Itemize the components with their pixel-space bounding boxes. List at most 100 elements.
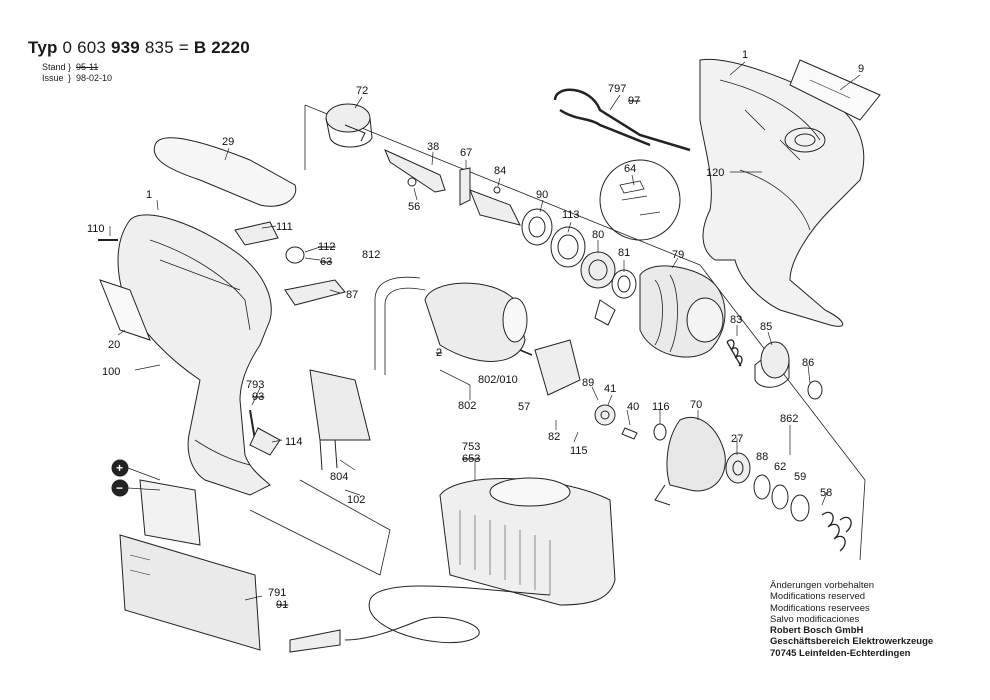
wrist-strap [553, 88, 691, 152]
part-81-ring [611, 269, 637, 299]
callout-93: 93 [252, 391, 264, 403]
callout-9: 9 [858, 63, 864, 75]
part-116-ring [653, 423, 667, 441]
part-80-bearing [580, 251, 616, 289]
callout-100: 100 [102, 366, 120, 378]
minus-sign: − [116, 481, 123, 495]
callout-83: 83 [730, 314, 742, 326]
part-57-plate [534, 339, 581, 396]
part-86-ring [807, 380, 823, 400]
part-753-charger [439, 477, 616, 606]
part-58-spring [821, 511, 852, 552]
callout-797: 797 [608, 83, 626, 95]
part-40-screw [621, 427, 638, 440]
revision-info: Stand } 95-11 Issue } 98-02-10 [42, 62, 113, 83]
callout-802-010: 802/010 [478, 374, 518, 386]
part-90-washer [521, 208, 553, 246]
part-56-ball [407, 177, 417, 187]
callout-40: 40 [627, 401, 639, 413]
typ-model: B 2220 [193, 38, 250, 57]
callout-62: 62 [774, 461, 786, 473]
frame-line-top [304, 104, 701, 266]
part-20-label [99, 279, 151, 341]
plus-sign: + [116, 461, 123, 475]
typ-prefix: Typ [28, 38, 58, 57]
label-plate [789, 59, 881, 121]
note-line-6: Geschäftsbereich Elektrowerkzeuge [770, 636, 934, 648]
callout-84: 84 [494, 165, 506, 177]
part-83-spring [726, 339, 743, 367]
callout-88: 88 [756, 451, 768, 463]
note-line-7: 70745 Leinfelden-Echterdingen [770, 647, 911, 659]
note-line-1: Änderungen vorbehalten [770, 580, 875, 591]
typ-number-a: 0 603 [62, 38, 107, 57]
part-84-pin [493, 186, 501, 194]
callout-791: 791 [268, 587, 286, 599]
plug [289, 629, 341, 653]
part-62-ring [771, 484, 789, 510]
footer-notes: Änderungen vorbehalten Modifications res… [770, 580, 933, 659]
stand-value: 95-11 [76, 62, 99, 72]
callout-2: 2 [436, 347, 442, 359]
callout-80: 80 [592, 229, 604, 241]
typ-equals: = [178, 38, 189, 57]
callout-27: 27 [731, 433, 743, 445]
issue-value: 98-02-10 [76, 73, 113, 83]
callout-72: 72 [356, 85, 368, 97]
part-111-latch [234, 221, 279, 246]
part-114-clip [249, 427, 281, 456]
charger-cable [344, 585, 551, 644]
callout-112: 112 [318, 241, 336, 253]
typ-number-b: 939 [110, 38, 140, 57]
callout-812: 812 [362, 249, 380, 261]
part-87-slider [284, 279, 346, 306]
callout-753: 753 [462, 441, 480, 453]
part-802-motor [424, 282, 533, 362]
callout-802: 802 [458, 400, 476, 412]
typ-number-c: 835 [144, 38, 174, 57]
callout-804: 804 [330, 471, 348, 483]
callout-89: 89 [582, 377, 594, 389]
callout-70: 70 [690, 399, 702, 411]
callout-115: 115 [570, 445, 588, 457]
part-791-battery [119, 479, 261, 651]
callout-81: 81 [618, 247, 630, 259]
note-line-4: Salvo modificaciones [770, 613, 860, 625]
callout-862: 862 [780, 413, 798, 425]
issue-label: Issue [42, 73, 64, 83]
callout-114: 114 [285, 436, 303, 448]
callout-110: 110 [87, 223, 105, 235]
part-27-bearing [725, 452, 751, 484]
callout-111: 111 [276, 221, 293, 233]
callout-38: 38 [427, 141, 439, 153]
part-112-button [285, 246, 305, 264]
note-line-2: Modifications reserved [770, 591, 866, 603]
part-79-gearbox [639, 265, 726, 358]
frame-line-right [699, 264, 866, 561]
callout-102: 102 [347, 494, 365, 506]
callout-64: 64 [624, 163, 636, 175]
callout-1-right: 1 [742, 49, 748, 61]
callout-90: 90 [536, 189, 548, 201]
callout-20: 20 [108, 339, 120, 351]
callout-91: 91 [276, 599, 288, 611]
callout-58: 58 [820, 487, 832, 499]
callout-labels: 1 9 72 797 97 29 38 67 84 120 64 90 56 1… [87, 49, 864, 611]
part-41-gear [594, 404, 616, 426]
callout-67: 67 [460, 147, 472, 159]
part-29-cover [153, 137, 297, 207]
callout-116: 116 [652, 401, 670, 413]
callout-63: 63 [320, 256, 332, 268]
housing-left-half [117, 214, 272, 496]
callout-79: 79 [672, 249, 684, 261]
document-title: Typ 0 603 939 835 = B 2220 [28, 38, 250, 58]
callout-97: 97 [628, 95, 640, 107]
part-113-washer [550, 226, 586, 268]
part-85-sleeve [760, 341, 790, 379]
part-38-shaft [384, 149, 446, 193]
callout-113: 113 [562, 209, 580, 221]
part-70-anvil [654, 417, 726, 506]
callout-82: 82 [548, 431, 560, 443]
callout-86: 86 [802, 357, 814, 369]
callout-59: 59 [794, 471, 806, 483]
